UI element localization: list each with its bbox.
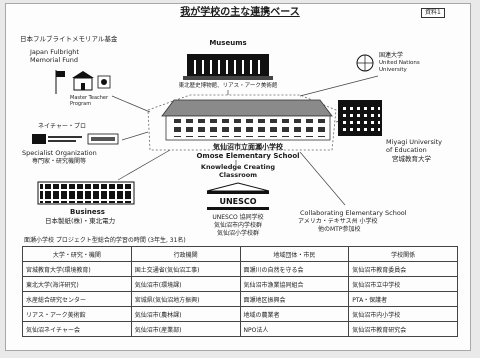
collab-jp-label-1: アメリカ・テキサス州 小学校 — [298, 218, 378, 225]
school-windows — [170, 119, 326, 137]
table-row: 東北大学(海洋研究) 気仙沼市(環境課) 気仙沼市漁業協同組合 気仙沼市立中学校 — [22, 276, 458, 292]
business-building-icon — [37, 181, 135, 205]
table-row: 水産総合研究センター 宮城県(気仙沼地方振興) 面瀬地区振興会 PTA・保護者 — [22, 291, 458, 307]
school-roof — [161, 99, 333, 117]
page-title: 我が学校の主な連携ベース — [180, 7, 300, 18]
emblem-icon — [97, 75, 111, 89]
unesco-base — [207, 207, 269, 210]
fulbright-en-label-1: Japan Fulbright — [30, 48, 79, 56]
unesco-label-3: 気仙沼小学校群 — [216, 230, 259, 237]
fulbright-en-label-2: Memorial Fund — [30, 56, 78, 64]
specialist-jp-sub: 専門家・研究機関等 — [32, 158, 87, 165]
research-logo-icon — [87, 133, 119, 145]
table-cell: 気仙沼市教育研究会 — [348, 321, 458, 337]
table-cell: NPO法人 — [239, 321, 350, 337]
specialist-en-label: Specialist Organization — [22, 149, 97, 157]
unesco-pediment — [206, 182, 270, 192]
table-cell: 面瀬川の自然を守る会 — [239, 261, 350, 277]
museums-names: 東北歴史博物館、リアス・アーク美術館 — [178, 83, 278, 89]
master-teacher-label-2: Program — [70, 101, 92, 107]
university-windows — [340, 103, 380, 133]
table-cell: 気仙沼市(農林課) — [130, 306, 241, 322]
table-row: リアス・アーク美術館 気仙沼市(農林課) 地域の農業者 気仙沼市内小学校 — [22, 306, 458, 322]
table-cell: 気仙沼市(産業部) — [130, 321, 241, 337]
university-jp-label: 宮城教育大学 — [392, 155, 431, 163]
master-teacher-label-1: Master Teacher — [70, 95, 109, 101]
unesco-architrave — [207, 191, 269, 194]
table-header-cell: 地域団体・市民 — [239, 246, 350, 262]
table-cell: 面瀬地区振興会 — [239, 291, 350, 307]
table-caption: 面瀬小学校 プロジェクト型総合的学習の時間 (3年生, 31名) — [24, 237, 186, 244]
museums-label: Museums — [209, 39, 247, 47]
table-cell: 気仙沼市教育委員会 — [348, 261, 458, 277]
knowledge-creating-label-2: Classroom — [218, 171, 258, 179]
organization-logo-icon — [32, 134, 82, 144]
table-row: 宮城教育大学(環境教育) 国土交通省(気仙沼工事) 面瀬川の自然を守る会 気仙沼… — [22, 261, 458, 277]
table-cell: 東北大学(海洋研究) — [22, 276, 132, 292]
unesco-logo-icon: UNESCO — [206, 182, 270, 210]
museum-building-icon — [183, 54, 273, 80]
collab-en-label: Collaborating Elementary School — [300, 209, 407, 217]
museum-columns — [191, 60, 265, 74]
school-jp-name: 気仙沼市立面瀬小学校 — [213, 143, 283, 151]
unesco-logo-text: UNESCO — [219, 197, 256, 206]
business-label: Business — [70, 208, 105, 216]
table-header-cell: 大学・研究・機関 — [22, 246, 132, 262]
university-en-label-1: Miyagi University — [386, 138, 443, 146]
unesco-label-2: 気仙沼市内学校群 — [213, 222, 262, 229]
table-cell: 国土交通省(気仙沼工事) — [130, 261, 241, 277]
unu-label-1: 国連大学 — [379, 52, 404, 59]
unu-label-2: United Nations — [379, 60, 420, 66]
collab-jp-label-2: 他のMTP参加校 — [318, 226, 361, 233]
house-icon — [72, 71, 94, 91]
table-row: 気仙沼ネイチャー会 気仙沼市(産業部) NPO法人 気仙沼市教育研究会 — [22, 321, 458, 337]
table-header-cell: 行政機関 — [130, 246, 241, 262]
table-header-cell: 学校関係 — [348, 246, 458, 262]
partners-table: 大学・研究・機関 行政機関 地域団体・市民 学校関係 宮城教育大学(環境教育) … — [22, 246, 458, 337]
school-en-name: Omose Elementary School — [196, 152, 300, 160]
document-tag: 資料1 — [421, 8, 445, 18]
specialist-jp-label: ネイチャー・プロ — [38, 123, 86, 130]
table-cell: 宮城教育大学(環境教育) — [22, 261, 132, 277]
flag-icon — [55, 70, 65, 94]
specialist-logos — [32, 133, 119, 145]
table-cell: PTA・保護者 — [348, 291, 458, 307]
unu-logo-icon — [356, 54, 374, 72]
knowledge-creating-label-1: Knowledge Creating — [200, 163, 276, 171]
university-en-label-2: of Education — [386, 146, 427, 154]
unesco-label-1: UNESCO 協同学校 — [212, 214, 264, 221]
table-cell: 気仙沼市内小学校 — [348, 306, 458, 322]
museum-steps — [183, 76, 273, 80]
university-building-icon — [338, 100, 382, 136]
table-cell: リアス・アーク美術館 — [22, 306, 132, 322]
table-cell: 気仙沼市立中学校 — [348, 276, 458, 292]
fulbright-jp-label: 日本フルブライトメモリアル基金 — [20, 35, 118, 43]
school-building-icon — [161, 99, 333, 141]
table-cell: 気仙沼市漁業協同組合 — [239, 276, 350, 292]
table-cell: 地域の農業者 — [239, 306, 350, 322]
table-cell: 気仙沼市(環境課) — [130, 276, 241, 292]
business-companies: 日本製紙(株)・東北電力 — [45, 217, 116, 225]
business-windows — [40, 184, 132, 203]
unu-label-3: University — [379, 67, 407, 73]
table-cell: 宮城県(気仙沼地方振興) — [130, 291, 241, 307]
table-cell: 水産総合研究センター — [22, 291, 132, 307]
fulbright-icons — [55, 70, 111, 94]
table-cell: 気仙沼ネイチャー会 — [22, 321, 132, 337]
table-header-row: 大学・研究・機関 行政機関 地域団体・市民 学校関係 — [22, 246, 458, 262]
